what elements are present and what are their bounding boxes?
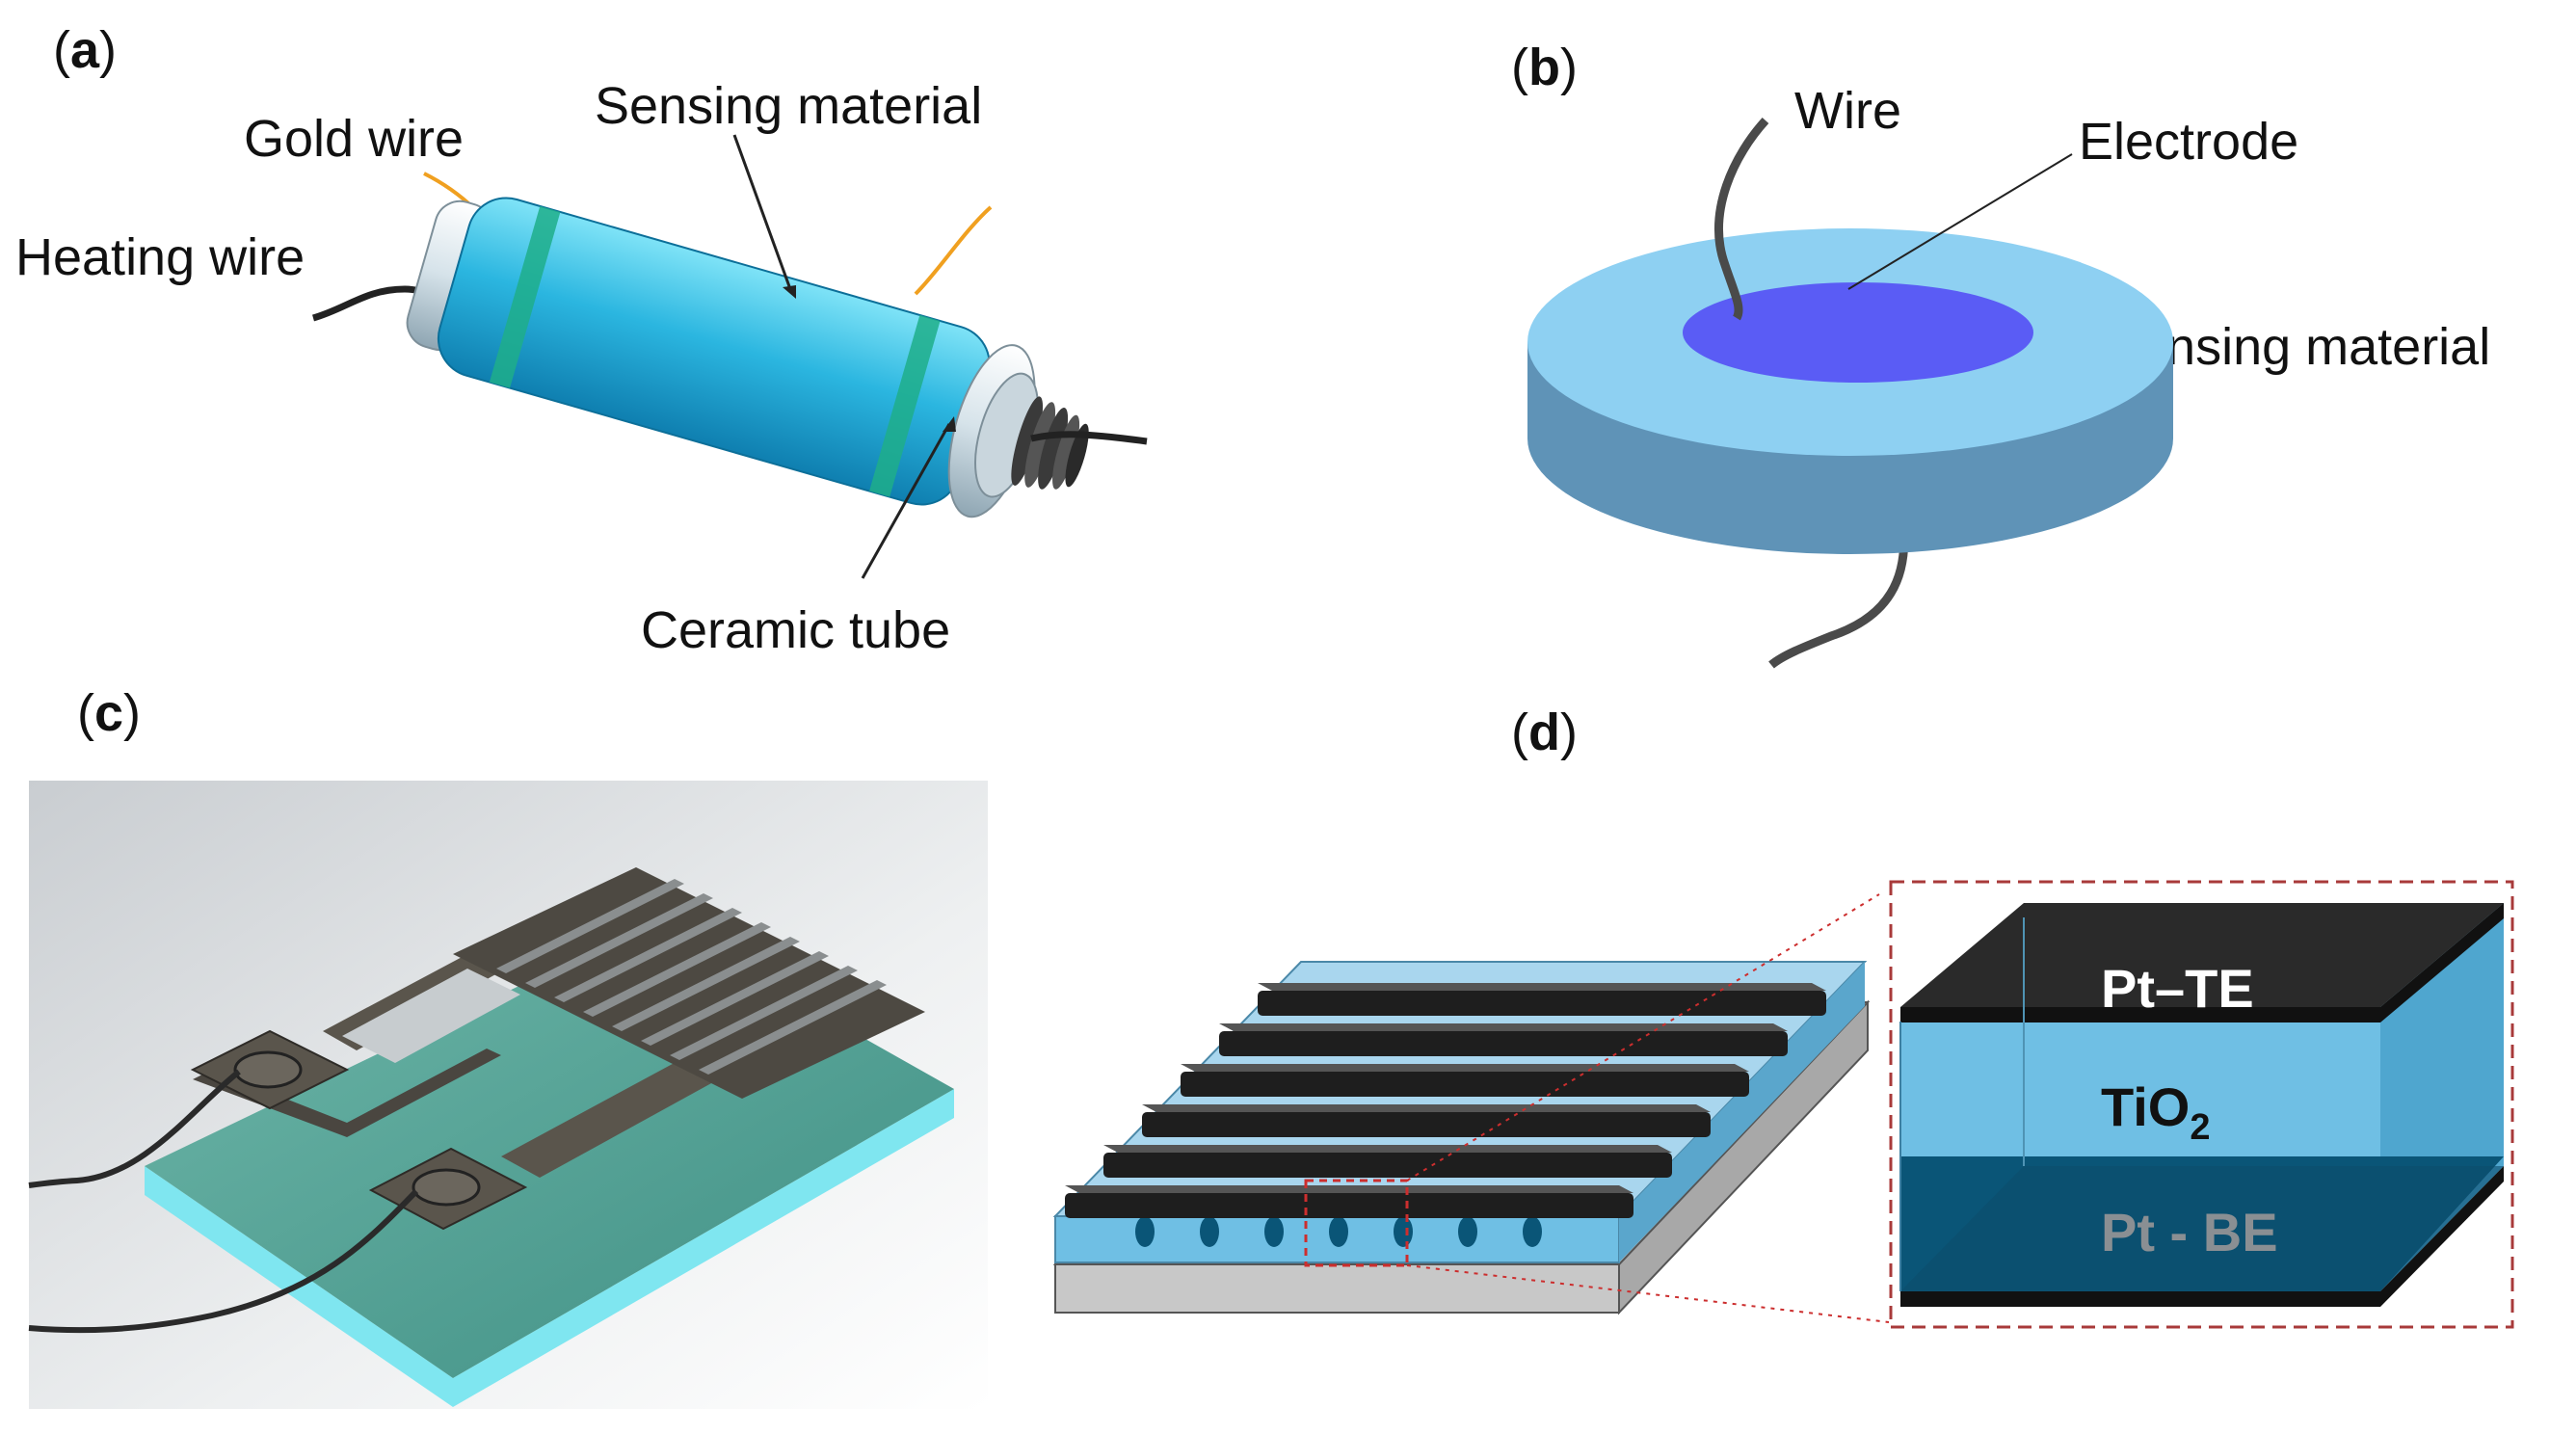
top-bar — [1258, 983, 1826, 1016]
panel-d-label-open: ( — [1511, 704, 1528, 761]
idt-arm-right — [501, 1052, 732, 1178]
panel-c: (c) — [28, 684, 988, 1409]
panel-d: (d) — [1052, 704, 2514, 1329]
panel-c-label-close: ) — [123, 684, 141, 742]
sensing-material-label-a: Sensing material — [595, 77, 982, 135]
gold-wire-label: Gold wire — [244, 110, 464, 168]
panel-d-label-letter: d — [1528, 704, 1560, 761]
panel-d-label-close: ) — [1560, 704, 1578, 761]
pad-right-contact — [412, 1168, 481, 1207]
zoom-frame — [1889, 880, 2514, 1329]
top-electrode-bars — [1065, 983, 1826, 1218]
ceramic-tube-label: Ceramic tube — [641, 601, 950, 659]
panel-d-label: (d) — [1511, 704, 1578, 761]
substrate-side-front — [1054, 1263, 1620, 1314]
panel-c-label-open: ( — [77, 684, 94, 742]
top-bar — [1103, 1145, 1672, 1178]
panel-a-label: (a) — [53, 21, 117, 79]
oxide-front — [1900, 1022, 2380, 1156]
oxide-label-main: TiO — [2101, 1076, 2190, 1137]
wire-label: Wire — [1794, 82, 1901, 140]
bottom-electrode-label: Pt - BE — [2101, 1202, 2278, 1262]
heating-wire-right — [1030, 431, 1148, 445]
oxide-label-sub: 2 — [2190, 1107, 2210, 1148]
panel-b-label-open: ( — [1511, 39, 1528, 96]
bottom-electrode-dots — [1135, 1216, 1542, 1247]
ceramic-tube-arrowhead — [943, 416, 956, 432]
idt-fingers — [496, 879, 887, 1075]
zoom-region — [1304, 1179, 1409, 1267]
bottom-electrode-edge — [1900, 1291, 2380, 1307]
disc-top-wire — [1714, 117, 1769, 321]
zoom-line-bottom — [1406, 1264, 1890, 1323]
electrode-label: Electrode — [2079, 113, 2298, 171]
ceramic-tube-pointer — [861, 423, 951, 579]
panel-a-label-letter: a — [70, 21, 100, 79]
top-electrode-top — [1900, 903, 2504, 1007]
panel-b-label: (b) — [1511, 39, 1578, 96]
layer-stack — [1899, 903, 2504, 1307]
panel-c-label-letter: c — [94, 684, 123, 742]
sensing-material-pointer — [732, 134, 792, 290]
heating-wire-label: Heating wire — [15, 228, 305, 286]
electrode-pointer — [1847, 153, 2073, 290]
oxide-film-right — [1619, 962, 1865, 1262]
oxide-label: TiO2 — [2101, 1076, 2210, 1148]
top-bar — [1065, 1185, 1633, 1218]
panel-a-label-open: ( — [53, 21, 70, 79]
bottom-electrode-edge-right — [2380, 1166, 2504, 1307]
panel-c-label: (c) — [77, 684, 141, 742]
panel-a: (a) Gold wire Sensing material Heating w… — [15, 21, 1148, 659]
lead-wire-upper — [28, 1069, 241, 1188]
bottom-electrode-slab — [1900, 1166, 2504, 1291]
idt-window — [342, 969, 520, 1063]
panel-b-label-close: ) — [1560, 39, 1578, 96]
tube-band-right — [869, 314, 941, 497]
idt-comb-base — [453, 867, 925, 1099]
top-bar — [1219, 1023, 1788, 1056]
top-bar — [1142, 1104, 1711, 1137]
lead-wire-lower — [28, 1188, 419, 1334]
substrate-edge — [145, 1089, 954, 1407]
idt-electrode — [190, 867, 925, 1231]
panel-b-label-letter: b — [1528, 39, 1560, 96]
ceramic-tube-assembly — [406, 197, 1089, 518]
panel-b: (b) Wire Electrode Sensing material — [1511, 39, 2490, 669]
panel-a-label-close: ) — [99, 21, 117, 79]
top-electrode-label: Pt–TE — [2101, 958, 2254, 1019]
sensing-material-arrowhead — [783, 285, 796, 299]
pad-left-contact — [233, 1050, 303, 1089]
top-electrode-right — [2380, 903, 2504, 1022]
tube-band-left — [489, 205, 561, 388]
disc-bottom-wire — [1768, 524, 1909, 669]
top-electrode-front — [1900, 1007, 2380, 1022]
gold-wire-right — [914, 205, 993, 296]
top-bar — [1181, 1064, 1749, 1097]
electrode-disc — [1683, 282, 2033, 383]
